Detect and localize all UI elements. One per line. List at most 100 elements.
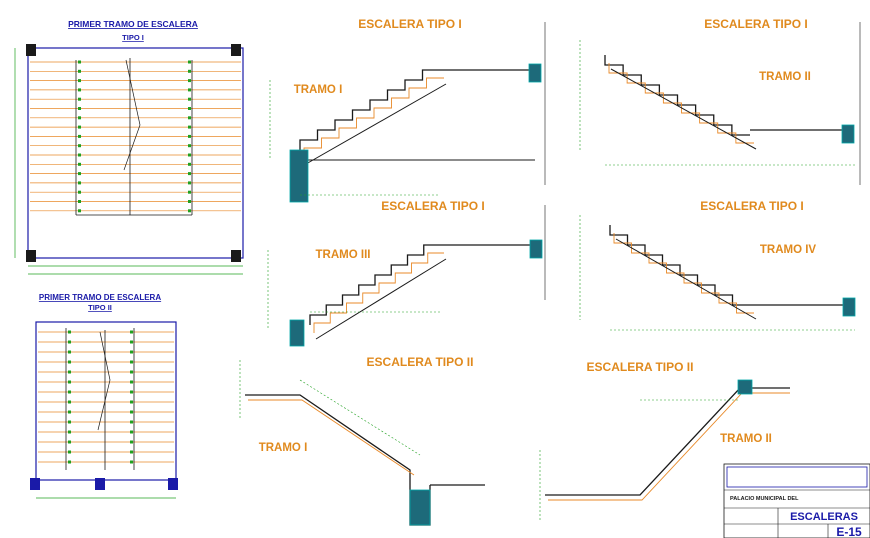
stair-sections [239, 40, 856, 526]
tread-tick [130, 370, 133, 374]
plan-2-column [30, 478, 40, 490]
tread-tick [130, 430, 133, 434]
tread-tick [78, 134, 81, 138]
section-1-title: ESCALERA TIPO I [358, 17, 462, 31]
section-labels: ESCALERA TIPO I TRAMO I ESCALERA TIPO I … [259, 17, 817, 454]
sheet-title: ESCALERAS [790, 511, 858, 523]
tread-tick [188, 125, 191, 129]
tread-tick [68, 380, 71, 384]
tread-tick [130, 410, 133, 414]
tread-tick [130, 450, 133, 454]
tread-tick [188, 69, 191, 73]
tread-tick [68, 340, 71, 344]
stair-profile [545, 387, 790, 496]
tread-tick [68, 390, 71, 394]
tread-tick [78, 60, 81, 64]
section-1-label: TRAMO I [294, 84, 343, 96]
tread-tick [78, 162, 81, 166]
section-3-label: TRAMO III [316, 249, 371, 261]
tread-tick [188, 60, 191, 64]
plan-2-outline [35, 321, 177, 481]
tread-tick [78, 153, 81, 157]
tread-tick [188, 153, 191, 157]
dimension-line [299, 379, 421, 456]
section-2-label: TRAMO II [759, 71, 811, 83]
tread-tick [130, 340, 133, 344]
waist-slab [615, 238, 757, 320]
column-section [737, 379, 753, 395]
plan-view-tipo-2: PRIMER TRAMO DE ESCALERA TIPO II [30, 293, 178, 499]
tread-tick [78, 107, 81, 110]
stair-profile [609, 225, 750, 306]
stair-rebar [613, 233, 754, 314]
tread-tick [68, 450, 71, 454]
tread-tick [188, 144, 191, 148]
tread-tick [188, 200, 191, 203]
section-4-title: ESCALERA TIPO I [700, 199, 804, 213]
tread-tick [78, 172, 81, 176]
stair-profile [245, 394, 431, 526]
column-section [842, 297, 856, 317]
tread-tick [78, 125, 81, 129]
plan-1-title: PRIMER TRAMO DE ESCALERA [68, 19, 198, 29]
tread-tick [188, 107, 191, 110]
waist-slab [610, 68, 757, 150]
tread-tick [78, 97, 81, 101]
section-3-title: ESCALERA TIPO I [381, 199, 485, 213]
tread-tick [78, 181, 81, 185]
tread-tick [78, 79, 81, 83]
stair-profile [299, 69, 440, 150]
plan-1-column [231, 250, 241, 262]
tread-tick [68, 360, 71, 364]
column-section [529, 239, 543, 259]
tread-tick [188, 181, 191, 185]
column-section [409, 489, 431, 526]
tread-tick [188, 172, 191, 176]
sheet-number: E-15 [836, 525, 862, 538]
plan-2-break-symbol [97, 331, 111, 431]
tread-tick [68, 420, 71, 424]
tread-tick [68, 370, 71, 374]
tread-tick [68, 330, 71, 334]
stair-profile [309, 244, 440, 325]
plan-2-column [168, 478, 178, 490]
tread-tick [68, 400, 71, 404]
section-6-title: ESCALERA TIPO II [587, 360, 694, 374]
plan-1-outline [27, 47, 244, 259]
tread-tick [130, 350, 133, 354]
tread-tick [130, 440, 133, 444]
logo-box [726, 466, 868, 488]
tread-tick [130, 380, 133, 384]
tread-tick [78, 144, 81, 148]
tread-tick [130, 460, 133, 464]
tread-tick [68, 410, 71, 414]
tread-tick [68, 430, 71, 434]
tread-tick [78, 88, 81, 92]
tread-tick [78, 209, 81, 213]
tread-tick [188, 190, 191, 194]
project-name: PALACIO MUNICIPAL DEL [730, 496, 799, 502]
stair-profile [604, 55, 750, 136]
column-section [841, 124, 855, 144]
section-6-label: TRAMO II [720, 433, 772, 445]
plan-2-title: PRIMER TRAMO DE ESCALERA [39, 293, 161, 302]
tread-tick [188, 134, 191, 138]
waist-slab [315, 258, 447, 340]
stair-rebar [548, 392, 790, 501]
tread-tick [188, 209, 191, 213]
tread-tick [130, 330, 133, 334]
title-block-frame [723, 463, 870, 538]
plan-2-subtitle: TIPO II [88, 303, 112, 312]
column-section [289, 149, 309, 203]
plan-1-column [26, 250, 36, 262]
tread-tick [78, 69, 81, 73]
plan-1-column [231, 44, 241, 56]
tread-tick [188, 116, 191, 120]
tread-tick [78, 200, 81, 203]
section-5-title: ESCALERA TIPO II [367, 355, 474, 369]
stair-rebar [313, 252, 444, 333]
tread-tick [68, 460, 71, 464]
waist-slab [305, 83, 447, 165]
